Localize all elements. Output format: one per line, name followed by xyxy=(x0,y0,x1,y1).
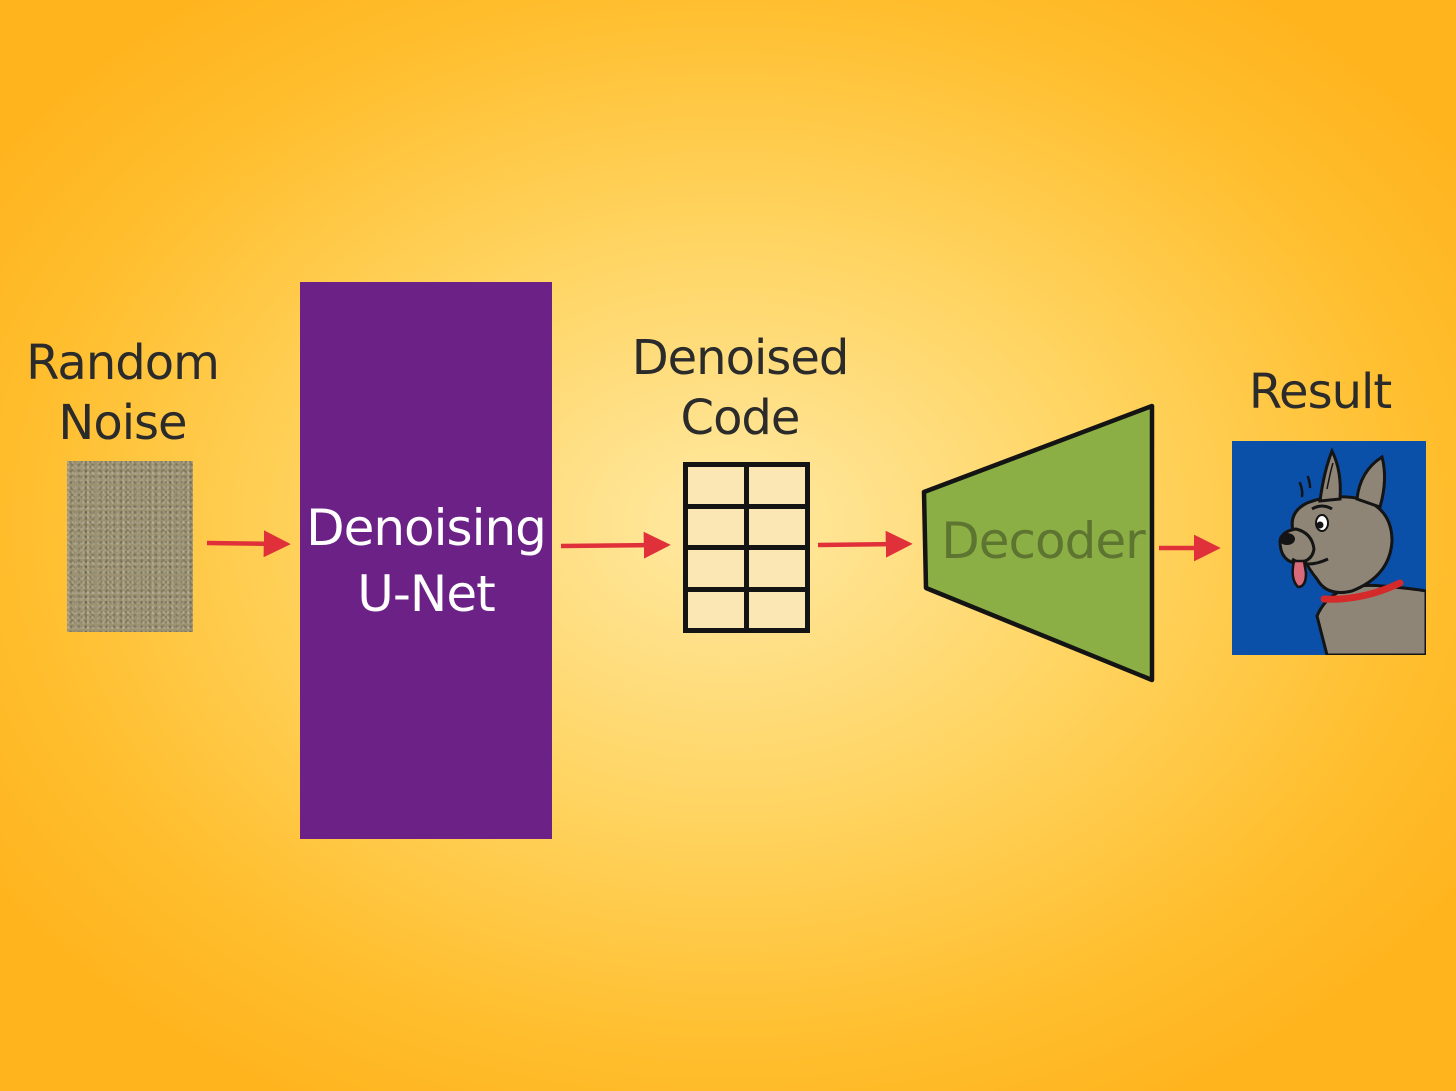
denoised-code-label-line-1: Denoised xyxy=(631,330,850,386)
arrow-unet-to-code xyxy=(560,531,671,559)
denoising-unet-block: Denoising U-Net xyxy=(300,282,552,839)
code-cell xyxy=(749,508,805,545)
random-noise-image xyxy=(67,461,193,632)
code-cell xyxy=(749,550,805,587)
code-cell xyxy=(688,467,744,504)
result-label-text: Result xyxy=(1248,364,1392,420)
denoised-code-grid xyxy=(683,462,810,633)
code-cell xyxy=(749,591,805,628)
random-noise-label: Random Noise xyxy=(20,333,225,453)
random-noise-label-line-2: Noise xyxy=(58,395,187,451)
code-cell xyxy=(688,508,744,545)
denoised-code-label-line-2: Code xyxy=(680,390,801,446)
code-cell xyxy=(688,591,744,628)
code-cell xyxy=(688,550,744,587)
arrow-code-to-decoder xyxy=(817,530,913,558)
unet-label-line-1: Denoising xyxy=(306,498,547,557)
code-cell xyxy=(749,467,805,504)
result-dog-image xyxy=(1232,441,1428,657)
arrow-noise-to-unet xyxy=(206,530,291,558)
decoder-label: Decoder xyxy=(941,512,1146,570)
random-noise-label-line-1: Random xyxy=(26,335,220,391)
decoder-trapezoid xyxy=(921,403,1155,683)
unet-label-line-2: U-Net xyxy=(357,564,495,623)
result-label: Result xyxy=(1225,362,1415,422)
denoised-code-label: Denoised Code xyxy=(625,328,855,448)
dog-illustration xyxy=(1232,441,1428,657)
